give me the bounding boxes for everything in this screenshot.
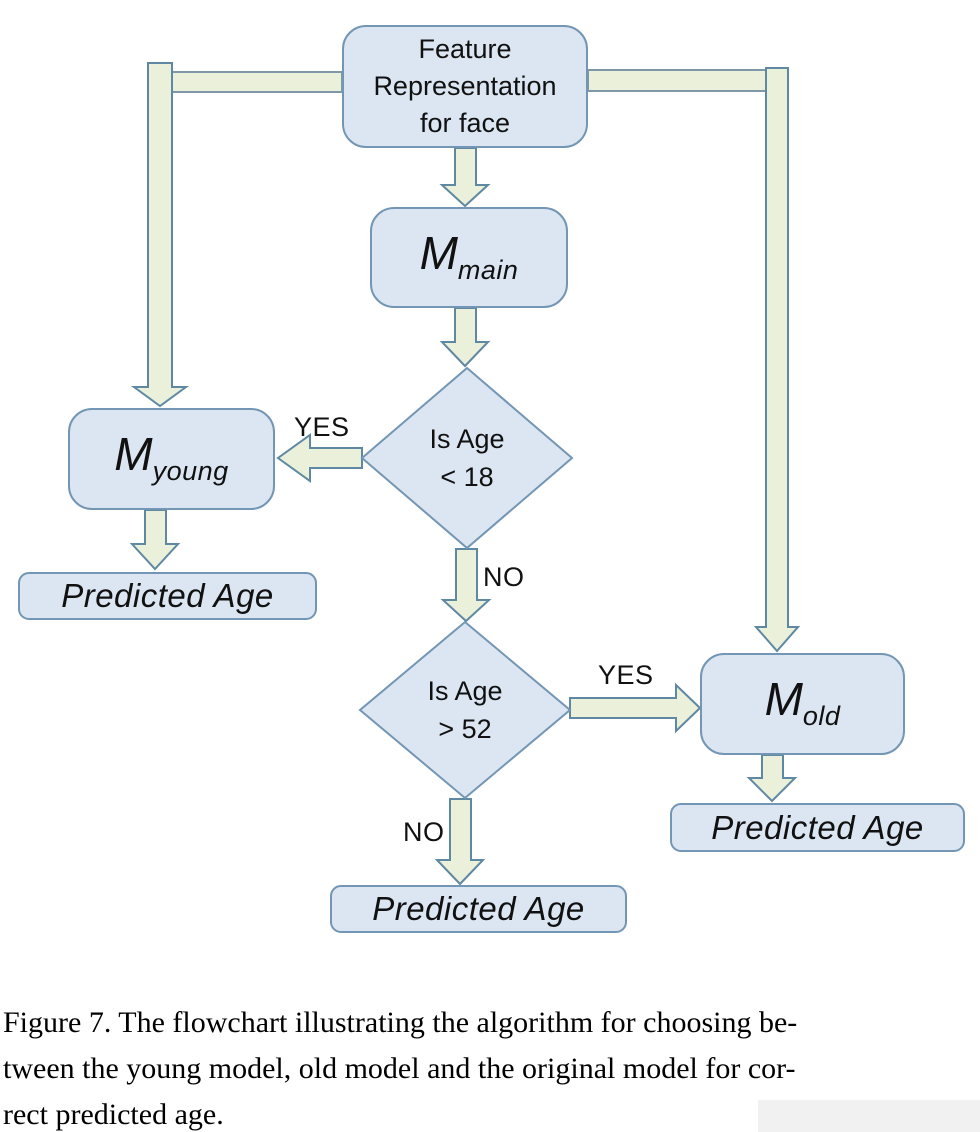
caption-highlight-artifact (758, 1100, 980, 1132)
predicted-age-left-label: Predicted Age (61, 577, 274, 614)
figure-caption: Figure 7. The flowchart illustrating the… (3, 1006, 798, 1131)
arrow-decision-old-yes (569, 682, 702, 734)
edge-label-yes-young: YES (294, 412, 350, 442)
m-old-node: Mold (700, 653, 905, 755)
m-main-node: Mmain (370, 207, 568, 308)
arrow-mold-to-predicted (746, 754, 798, 803)
decision-old-diamond (358, 620, 572, 800)
predicted-age-right-node: Predicted Age (670, 803, 965, 852)
connector-left-horizontal (147, 71, 343, 93)
flowchart-connectors (129, 62, 801, 886)
arrow-decision-young-yes (276, 433, 363, 483)
feature-representation-node: Feature Representation for face (342, 25, 588, 148)
m-old-label: Mold (764, 673, 841, 731)
arrow-decision-old-no (434, 798, 486, 886)
m-young-label: Myoung (114, 428, 229, 486)
edge-label-no-old: NO (403, 817, 445, 847)
predicted-age-bottom-node: Predicted Age (330, 885, 627, 933)
connector-right-horizontal (587, 69, 789, 92)
predicted-age-left-node: Predicted Age (18, 572, 317, 620)
m-young-node: Myoung (68, 408, 275, 510)
edge-label-yes-old: YES (598, 660, 654, 690)
arrow-feature-to-mmain (439, 147, 491, 208)
edge-label-no-young: NO (483, 562, 525, 592)
predicted-age-bottom-label: Predicted Age (372, 890, 585, 927)
arrow-feature-to-mold (753, 67, 801, 653)
decision-young-label: Is Age < 18 (429, 424, 505, 492)
arrow-decision-young-no (440, 548, 492, 623)
arrow-mmain-to-decision-young (439, 307, 491, 368)
arrow-myoung-to-predicted (129, 509, 181, 571)
predicted-age-right-label: Predicted Age (711, 808, 924, 846)
decision-young-diamond (360, 366, 574, 550)
m-main-label: Mmain (419, 226, 519, 285)
decision-old-label: Is Age > 52 (427, 676, 503, 744)
feature-representation-label: Feature Representation for face (373, 34, 557, 138)
arrow-feature-to-myoung (130, 62, 190, 408)
